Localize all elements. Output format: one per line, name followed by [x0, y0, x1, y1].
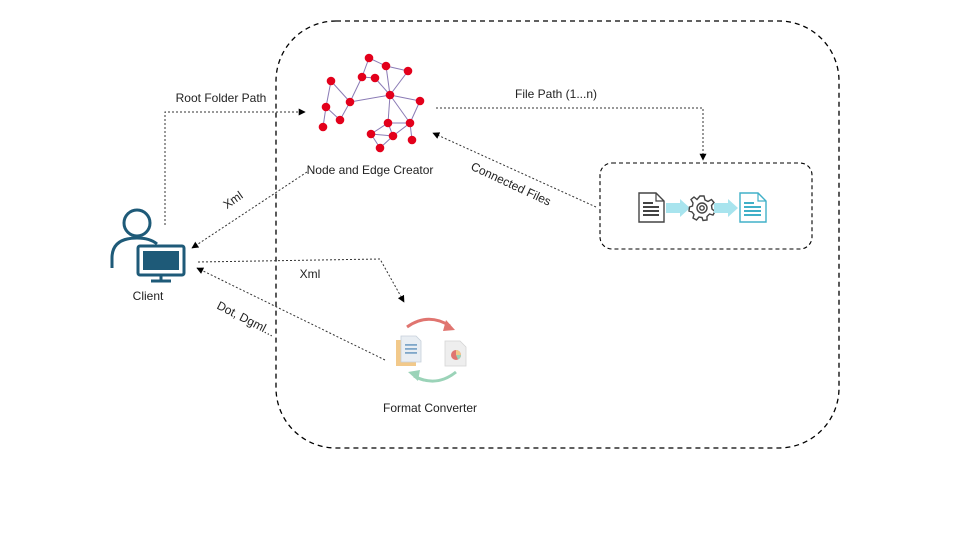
format-conversion-icon [396, 317, 467, 383]
edge-label-root-folder-path: Root Folder Path [176, 91, 267, 105]
document-processing-icon [638, 192, 767, 223]
edge-root-folder-path [164, 108, 306, 225]
process-arrow-icon [714, 199, 738, 217]
edge-label-xml-to-client: Xml [221, 188, 246, 211]
edge-xml-to-converter [197, 258, 405, 303]
edge-label-dot-dgml: Dot, Dgml... [215, 298, 278, 339]
network-graph-icon [318, 53, 425, 153]
client-label: Client [133, 289, 164, 303]
file-processor-box [599, 162, 813, 250]
output-document-icon [739, 192, 767, 223]
node-edge-creator-label: Node and Edge Creator [307, 163, 434, 177]
edge-label-xml-to-converter: Xml [300, 267, 321, 281]
source-document-icon [638, 192, 665, 223]
process-arrow-icon [666, 199, 690, 217]
edge-xml-to-client [191, 171, 308, 249]
edge-label-connected-files: Connected Files [469, 159, 554, 208]
gear-icon [688, 195, 716, 222]
edge-file-path [436, 107, 707, 161]
edge-dot-dgml [196, 267, 386, 361]
edge-connected-files [432, 132, 597, 208]
user-computer-icon [110, 208, 186, 283]
edge-label-file-path: File Path (1...n) [515, 87, 597, 101]
format-converter-label: Format Converter [383, 401, 477, 415]
system-boundary [275, 20, 840, 449]
